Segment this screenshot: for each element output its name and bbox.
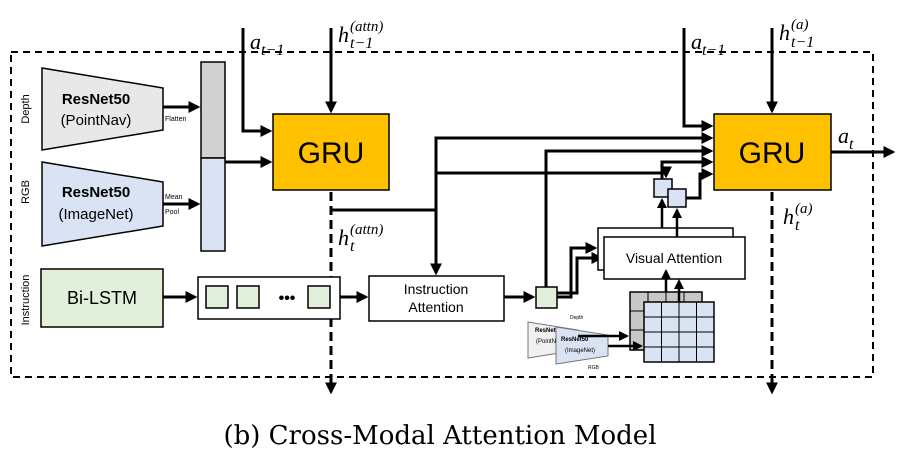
mini-depth-encoder-sub: (PointNav) — [536, 339, 564, 345]
mini-rgb-encoder-sub: (ImageNet) — [565, 348, 595, 354]
action-output-label: at — [838, 123, 854, 153]
cell-to-visual-attention-arrow-2 — [557, 252, 604, 295]
cell-to-visual-attention-arrow-1 — [557, 242, 598, 299]
sequence-ellipsis: ••• — [279, 290, 296, 307]
concat-vector-rgb — [200, 157, 226, 252]
pool-label: Pool — [165, 209, 179, 216]
mini-rgb-label: RGB — [588, 365, 600, 371]
rgb-encoder: ResNet50 (ImageNet) — [41, 161, 164, 247]
hidden-attn-label: h(attn) — [338, 222, 383, 250]
depth-encoder-sub: (PointNav) — [61, 112, 132, 129]
instruction-attention-line2: Attention — [408, 299, 463, 315]
visual-feature-to-gru-arrow-1 — [660, 156, 714, 179]
visual-feature-to-gru-arrow-2 — [686, 168, 714, 200]
mini-encoders: ResNet50 (PointNav) ResNet50 (ImageNet) … — [527, 315, 609, 371]
hidden-attn-to-gru-right — [434, 132, 714, 210]
attended-instruction-cell — [535, 286, 558, 309]
concat-vector-depth — [200, 61, 226, 159]
hidden-attn-sub: t — [350, 238, 355, 255]
prev-action-right-arrow — [682, 28, 714, 132]
mini-depth-label: Depth — [570, 315, 584, 321]
depth-encoder: ResNet50 (PointNav) — [41, 67, 164, 151]
bilstm-label: Bi-LSTM — [67, 288, 137, 308]
figure-caption: (b) Cross-Modal Attention Model — [223, 421, 656, 451]
rgb-side-label: RGB — [20, 180, 32, 204]
visual-attention-label: Visual Attention — [626, 250, 722, 266]
prev-action-left-arrow — [241, 28, 273, 137]
depth-side-label: Depth — [20, 94, 32, 123]
rgb-encoder-sub: (ImageNet) — [58, 206, 133, 223]
prev-action-right-label: at−1 — [691, 29, 725, 59]
sequence-cell-2 — [236, 285, 260, 309]
hidden-attn-to-visual-attention — [436, 166, 672, 179]
rgb-encoder-name: ResNet50 — [62, 184, 130, 201]
mini-rgb-encoder-name: ResNet50 — [561, 337, 589, 343]
prev-hidden-action-label: h(a) — [779, 17, 809, 45]
flatten-label: Flatten — [165, 116, 187, 123]
prev-hidden-attn-label: h(attn) — [338, 19, 383, 47]
prev-hidden-action-sub: t−1 — [791, 34, 814, 51]
hidden-action-sub: t — [795, 217, 800, 234]
model-boundary — [10, 51, 874, 378]
instruction-attention-line1: Instruction — [404, 281, 469, 297]
depth-encoder-name: ResNet50 — [62, 91, 130, 108]
gru-right-label: GRU — [739, 137, 806, 170]
gru-left-label: GRU — [298, 137, 365, 170]
visual-feature-cell-2 — [667, 188, 687, 208]
visual-attention-front — [603, 236, 746, 280]
sequence-cell-1 — [205, 285, 229, 309]
prev-hidden-attn-sub: t−1 — [350, 35, 373, 52]
mini-depth-encoder-name: ResNet50 — [535, 328, 563, 334]
spatial-feature-grid — [629, 291, 715, 363]
hidden-action-label: h(a) — [783, 201, 813, 229]
mean-label: Mean — [165, 194, 183, 201]
instruction-side-label: Instruction — [20, 275, 32, 326]
cell-to-gru-right-arrow — [544, 145, 714, 287]
sequence-cell-n — [307, 285, 331, 309]
prev-action-left-label: at−1 — [250, 29, 284, 59]
gru-left — [272, 113, 390, 191]
